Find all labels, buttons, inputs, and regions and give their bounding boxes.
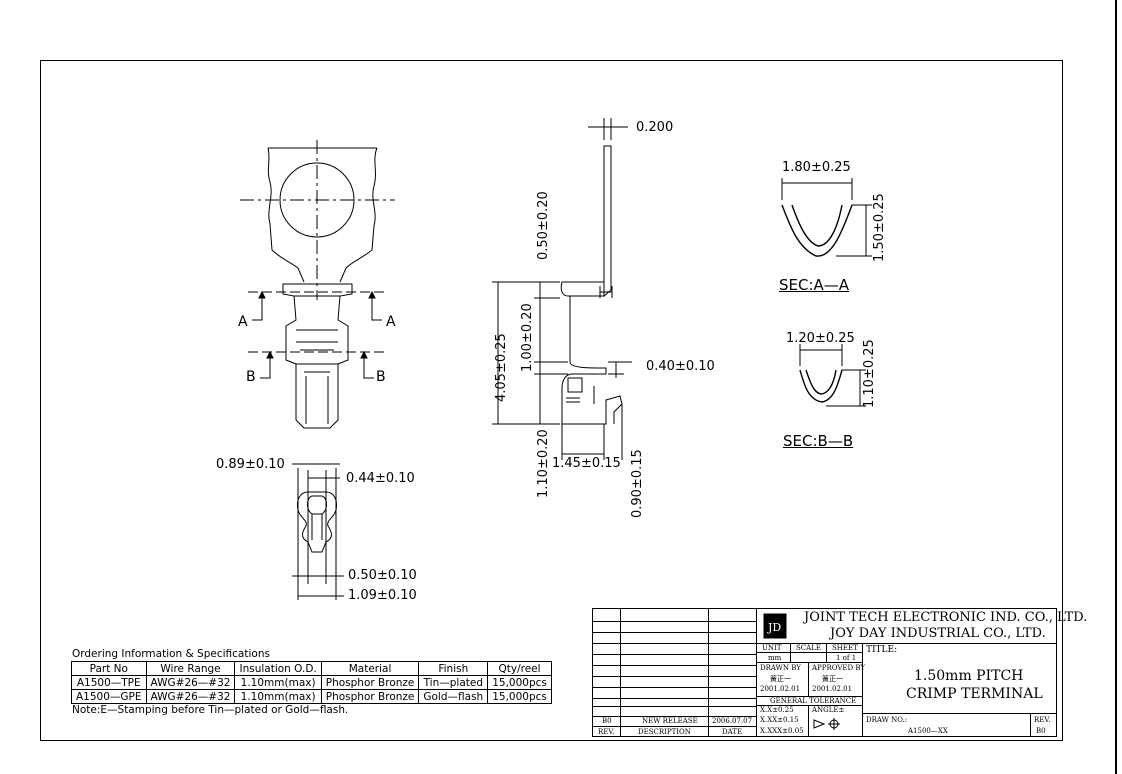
dim-bottom-len: 1.10±0.20 bbox=[536, 429, 551, 498]
dim-sec-b-w: 1.20±0.25 bbox=[786, 331, 855, 346]
cell: 1.10mm(max) bbox=[234, 675, 322, 690]
dim-overall-len: 4.05±0.25 bbox=[494, 333, 509, 402]
dim-tip-len: 0.90±0.15 bbox=[630, 449, 645, 518]
header-part-no: Part No bbox=[71, 661, 147, 676]
dim-thickness: 0.200 bbox=[636, 120, 674, 135]
unit-value: mm bbox=[768, 654, 782, 662]
dim-width-b: 1.45±0.15 bbox=[552, 456, 621, 471]
svg-text:JD: JD bbox=[767, 621, 781, 634]
section-b-left: B bbox=[246, 369, 256, 385]
approved-date: 2001.02.01 bbox=[812, 685, 853, 693]
section-a-right: A bbox=[386, 314, 396, 330]
section-b-right: B bbox=[376, 369, 386, 385]
approved-by-label: APPROVED BY bbox=[812, 664, 866, 672]
rev-col-rev: B0 bbox=[602, 717, 612, 725]
dim-sec-a-h: 1.50±0.25 bbox=[872, 193, 887, 262]
ordering-note: Note:E—Stamping before Tin—plated or Gol… bbox=[72, 704, 349, 716]
company-name-1: JOINT TECH ELECTRONIC IND. CO., LTD. bbox=[804, 610, 1088, 625]
scale-label: SCALE bbox=[796, 644, 821, 652]
tolerance-label: GENERAL TOLERANCE bbox=[770, 697, 857, 705]
desc-header: DESCRIPTION bbox=[638, 728, 691, 736]
dim-mid-len: 1.00±0.20 bbox=[520, 303, 535, 372]
dim-gap: 0.40±0.10 bbox=[646, 359, 715, 374]
cell: 1.10mm(max) bbox=[234, 689, 322, 704]
dim-050: 0.50±0.10 bbox=[348, 568, 417, 583]
cell: 15,000pcs bbox=[487, 675, 552, 690]
tol-xxx: X.XXX±0.05 bbox=[760, 727, 804, 735]
tol-x: X.X±0.25 bbox=[760, 706, 794, 714]
rev-header: REV. bbox=[598, 728, 615, 736]
approved-by: 簧正一 bbox=[822, 675, 843, 683]
cell: Phosphor Bronze bbox=[320, 689, 420, 704]
dim-089: 0.89±0.10 bbox=[216, 457, 285, 472]
cell: 15,000pcs bbox=[487, 689, 552, 704]
date-header: DATE bbox=[722, 728, 743, 736]
section-b bbox=[799, 344, 866, 407]
sheet-label: SHEET bbox=[832, 644, 858, 652]
cell: Tin—plated bbox=[418, 675, 489, 690]
cell: Gold—flash bbox=[418, 689, 489, 704]
rev-col-desc: NEW RELEASE bbox=[642, 717, 698, 725]
header-wire-range: Wire Range bbox=[145, 661, 236, 676]
header-insulation: Insulation O.D. bbox=[234, 661, 322, 676]
section-b-title: SEC:B—B bbox=[783, 432, 854, 450]
drawn-date: 2001.02.01 bbox=[760, 685, 801, 693]
title-block-grid: JD bbox=[592, 608, 1057, 737]
drawing-no: A1500—XX bbox=[908, 727, 948, 735]
end-view bbox=[292, 463, 344, 600]
title-line-2: CRIMP TERMINAL bbox=[906, 686, 1043, 702]
table-row: A1500—GPE AWG#26—#32 1.10mm(max) Phospho… bbox=[71, 689, 552, 704]
section-a-left: A bbox=[238, 314, 248, 330]
title-label: TITLE: bbox=[866, 645, 898, 655]
outer-frame bbox=[40, 60, 1063, 741]
cell: Phosphor Bronze bbox=[320, 675, 420, 690]
tol-xx: X.XX±0.15 bbox=[760, 716, 799, 724]
ordering-title: Ordering Information & Specifications bbox=[72, 648, 270, 660]
section-a bbox=[781, 178, 872, 257]
cell: A1500—TPE bbox=[71, 675, 147, 690]
cell: AWG#26—#32 bbox=[145, 689, 236, 704]
rev-value: B0 bbox=[1036, 727, 1046, 735]
rev-label: REV. bbox=[1034, 716, 1051, 724]
drawing-no-label: DRAW NO.: bbox=[866, 716, 908, 724]
dim-sec-b-h: 1.10±0.25 bbox=[862, 339, 877, 408]
ordering-header-row: Part No Wire Range Insulation O.D. Mater… bbox=[71, 661, 552, 676]
drawn-by-label: DRAWN BY bbox=[760, 664, 801, 672]
drawn-by: 簧正一 bbox=[770, 675, 791, 683]
company-name-2: JOY DAY INDUSTRIAL CO., LTD. bbox=[830, 626, 1046, 641]
sheet-value: 1 of 1 bbox=[836, 654, 857, 662]
dim-top-len: 0.50±0.20 bbox=[536, 191, 551, 260]
unit-label: UNIT bbox=[762, 644, 782, 652]
cell: AWG#26—#32 bbox=[145, 675, 236, 690]
ordering-table: Part No Wire Range Insulation O.D. Mater… bbox=[71, 661, 552, 704]
title-line-1: 1.50mm PITCH bbox=[914, 668, 1024, 684]
dim-109: 1.09±0.10 bbox=[348, 588, 417, 603]
rev-col-date: 2006.07.07 bbox=[712, 717, 753, 725]
table-row: A1500—TPE AWG#26—#32 1.10mm(max) Phospho… bbox=[71, 675, 552, 690]
header-qty: Qty/reel bbox=[487, 661, 552, 676]
side-view bbox=[492, 118, 632, 460]
dim-sec-a-w: 1.80±0.25 bbox=[782, 160, 851, 175]
section-a-title: SEC:A—A bbox=[779, 276, 850, 294]
header-material: Material bbox=[320, 661, 420, 676]
cell: A1500—GPE bbox=[71, 689, 147, 704]
front-view bbox=[240, 140, 395, 429]
angle-label: ANGLE± bbox=[812, 706, 845, 714]
dim-044: 0.44±0.10 bbox=[346, 471, 415, 486]
header-finish: Finish bbox=[418, 661, 489, 676]
